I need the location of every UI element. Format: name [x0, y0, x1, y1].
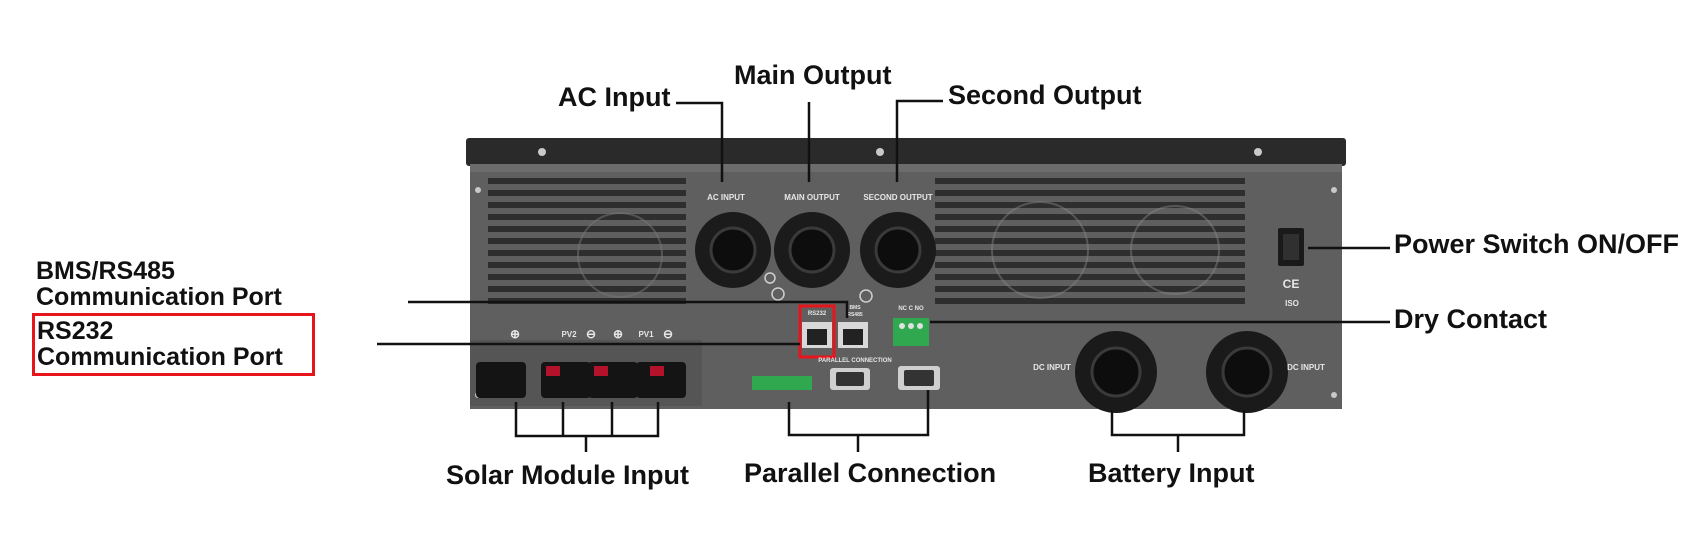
ac-input-port: AC INPUT — [695, 193, 771, 288]
parallel-connection-ports: PARALLEL CONNECTION — [752, 358, 940, 390]
chassis-screws — [475, 148, 1337, 398]
rs232-panel-label: RS232 — [808, 311, 827, 317]
svg-text:⊕: ⊕ — [613, 327, 623, 341]
parallel-connection-callout: Parallel Connection — [744, 458, 997, 488]
svg-text:⊖: ⊖ — [586, 327, 596, 341]
rs232-port: RS232 — [802, 311, 832, 348]
pv2-panel-label: PV2 — [561, 330, 577, 339]
pv1-panel-label: PV1 — [638, 330, 654, 339]
leader-lines — [377, 99, 1390, 452]
dc-input-right-panel-label: DC INPUT — [1287, 363, 1325, 372]
dry-contact-pin-labels: NC C NO — [898, 306, 924, 312]
dc-input-left-panel-label: DC INPUT — [1033, 363, 1071, 372]
svg-text:⊕: ⊕ — [510, 327, 520, 341]
rs232-highlight-box — [798, 304, 836, 359]
battery-input-callout: Battery Input — [1088, 458, 1255, 488]
right-vent-grille — [935, 178, 1245, 304]
main-output-port: MAIN OUTPUT — [774, 193, 850, 288]
bms-rs485-port: BMS RS485 — [838, 305, 868, 348]
ground-symbols — [764, 272, 873, 303]
iso-mark: ISO — [1285, 299, 1299, 308]
second-output-port: SECOND OUTPUT — [860, 193, 936, 288]
bms-callout-line2: Communication Port — [36, 283, 282, 311]
second-output-panel-label: SECOND OUTPUT — [863, 193, 932, 202]
ac-input-panel-label: AC INPUT — [707, 193, 745, 202]
power-switch: CE ISO — [1278, 228, 1304, 308]
power-switch-callout: Power Switch ON/OFF — [1394, 229, 1680, 259]
dry-contact-terminal: NC C NO — [893, 306, 929, 346]
svg-text:⊖: ⊖ — [663, 327, 673, 341]
second-output-callout: Second Output — [948, 80, 1142, 110]
bms-callout-line1: BMS/RS485 — [36, 257, 175, 285]
ce-mark: CE — [1283, 277, 1300, 291]
rs232-callout-line1: RS232 — [37, 317, 114, 345]
ac-input-callout: AC Input — [558, 82, 671, 112]
rs232-callout-highlight — [32, 313, 315, 376]
pv-connectors: PV2 PV1 ⊕ ⊖ ⊕ ⊖ — [476, 327, 686, 398]
battery-dc-input-ports: DC INPUT DC INPUT — [1033, 331, 1325, 413]
rs232-callout-line2: Communication Port — [37, 343, 283, 371]
bms-panel-label: BMS — [849, 305, 861, 311]
parallel-connection-panel-label: PARALLEL CONNECTION — [818, 358, 891, 364]
main-output-panel-label: MAIN OUTPUT — [784, 193, 840, 202]
main-output-callout: Main Output — [734, 60, 892, 90]
solar-input-callout: Solar Module Input — [446, 460, 689, 490]
rs485-panel-label: RS485 — [847, 312, 863, 318]
dry-contact-callout: Dry Contact — [1394, 304, 1548, 334]
